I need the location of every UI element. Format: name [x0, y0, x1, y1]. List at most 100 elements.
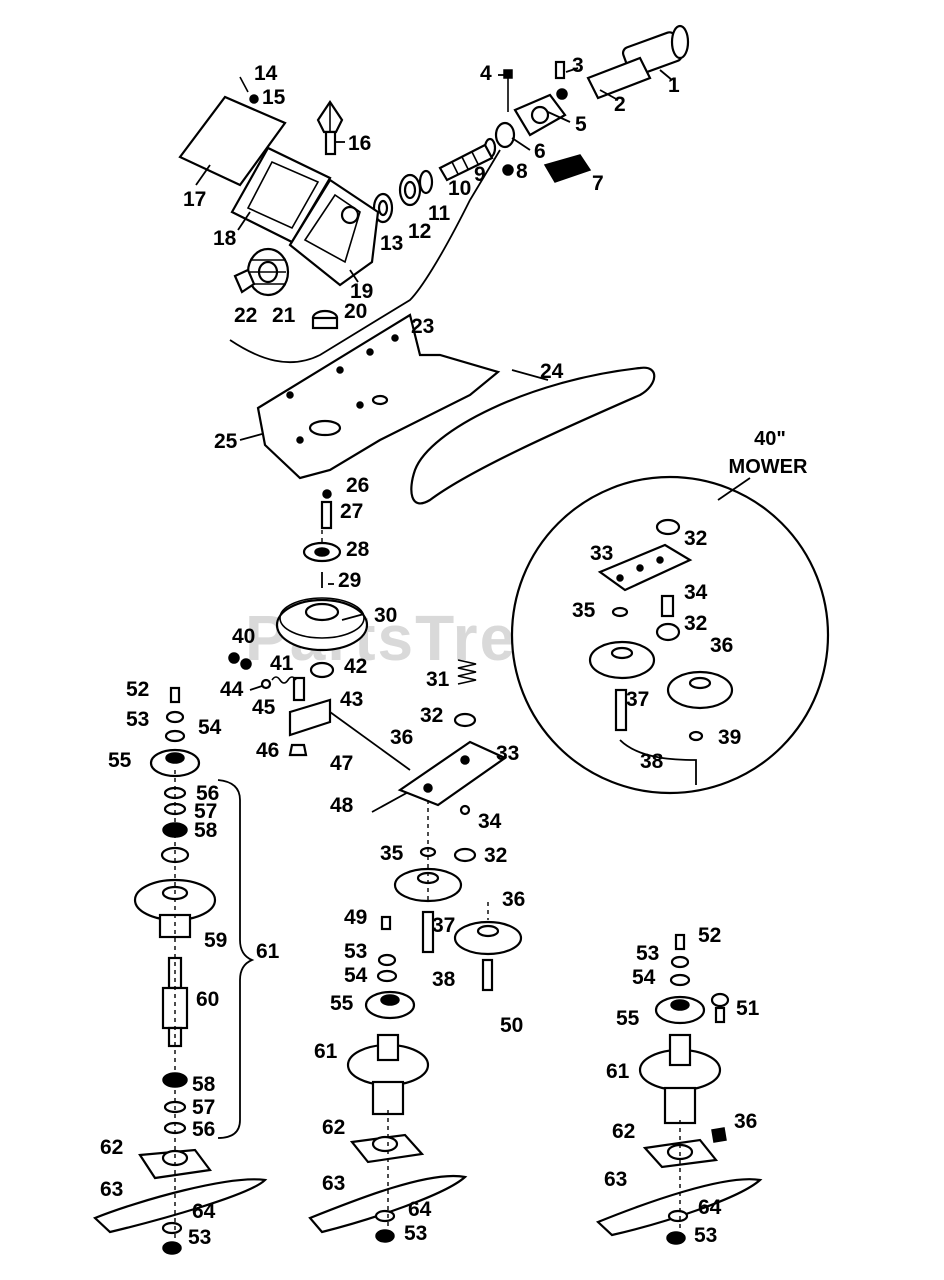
center-part-55-pulley[interactable]: [364, 990, 416, 1020]
inset-part-33-bracket[interactable]: [597, 543, 693, 592]
left-part-52-bolt[interactable]: [169, 686, 181, 704]
inset-part-34-spacer[interactable]: [660, 594, 675, 618]
part-20-bushing[interactable]: [311, 309, 339, 330]
part-32-bushing-b[interactable]: [453, 847, 477, 863]
part-2-shaft[interactable]: [586, 56, 652, 100]
callout-64-right: 64: [698, 1196, 722, 1219]
inset-part-35-washer[interactable]: [611, 606, 629, 618]
inset-part-37-pulley[interactable]: [588, 640, 656, 680]
right-part-52-bolt[interactable]: [674, 933, 686, 951]
right-part-53-nut-b[interactable]: [666, 1231, 686, 1245]
part-45-spring[interactable]: [271, 676, 297, 684]
left-part-54-washer[interactable]: [164, 729, 186, 743]
part-27-bolt[interactable]: [320, 500, 333, 530]
drive-shaft-assembly: [372, 24, 690, 224]
part-10-pinion-shaft[interactable]: [438, 143, 494, 182]
part-22-nut[interactable]: [233, 268, 256, 294]
part-32-bushing-a[interactable]: [453, 712, 477, 728]
part-17-cover[interactable]: [178, 95, 287, 187]
part-38-bolt[interactable]: [421, 910, 435, 954]
part-15-washer[interactable]: [249, 94, 259, 104]
part-11-seal[interactable]: [418, 169, 434, 195]
callout-55-left: 55: [108, 749, 132, 772]
inset-part-39-washer[interactable]: [688, 730, 704, 742]
callout-35-a: 35: [380, 842, 404, 865]
right-part-53-nut[interactable]: [670, 955, 690, 969]
left-part-58-bearing-b[interactable]: [162, 1072, 188, 1088]
part-8-nut[interactable]: [502, 164, 514, 176]
part-19-housing[interactable]: [288, 178, 380, 287]
part-3-pin[interactable]: [554, 60, 568, 100]
left-part-55-pulley[interactable]: [149, 748, 201, 778]
part-36-idler-pulley-b[interactable]: [453, 920, 523, 956]
inset-part-36-pulley[interactable]: [666, 670, 734, 710]
part-37-idler-pulley[interactable]: [393, 867, 463, 903]
callout-53-left: 53: [126, 708, 149, 731]
inset-part-32-bushing[interactable]: [655, 518, 681, 536]
part-23-cable[interactable]: [229, 149, 501, 364]
callout-58-left: 58: [194, 819, 218, 842]
center-part-54-washer[interactable]: [376, 969, 398, 983]
left-part-63-blade[interactable]: [92, 1178, 268, 1234]
center-part-53-nut-b[interactable]: [375, 1229, 395, 1243]
part-6-coupler[interactable]: [494, 121, 516, 149]
part-21-bevel-gear[interactable]: [246, 247, 290, 297]
center-part-62-hub[interactable]: [349, 1133, 425, 1164]
callout-12: 12: [408, 220, 431, 243]
part-42-washer[interactable]: [309, 661, 335, 679]
callout-62-left: 62: [100, 1136, 123, 1159]
center-part-63-blade[interactable]: [308, 1174, 468, 1234]
part-28-bearing[interactable]: [302, 541, 342, 563]
callout-32-a: 32: [420, 704, 443, 727]
part-49-bolt[interactable]: [380, 915, 392, 931]
part-7-block[interactable]: [543, 154, 592, 183]
part-40-bolt[interactable]: [228, 652, 240, 664]
part-50-bolt[interactable]: [481, 958, 494, 992]
part-44-washer[interactable]: [260, 678, 272, 690]
part-25-mount-plate[interactable]: [256, 313, 501, 480]
right-part-36-nut[interactable]: [711, 1127, 727, 1143]
center-part-53-nut[interactable]: [377, 953, 397, 967]
part-31-spring[interactable]: [457, 659, 477, 685]
callout-34-a: 34: [478, 810, 502, 833]
part-30-pulley[interactable]: [275, 597, 369, 652]
callout-61-center: 61: [314, 1040, 338, 1063]
right-part-61-spindle-housing[interactable]: [638, 1033, 722, 1125]
part-41-bolt[interactable]: [292, 676, 306, 702]
left-part-53-nut[interactable]: [165, 710, 185, 724]
right-part-51-cap[interactable]: [710, 992, 730, 1008]
callout-5: 5: [575, 113, 587, 136]
inset-part-32-bushing-b[interactable]: [655, 622, 681, 642]
right-part-64-washer[interactable]: [667, 1209, 689, 1223]
part-26-washer[interactable]: [322, 489, 332, 499]
part-33-bracket-center[interactable]: [397, 740, 508, 807]
center-part-64-washer[interactable]: [374, 1209, 396, 1223]
right-part-54-washer[interactable]: [669, 973, 691, 987]
callout-62-center: 62: [322, 1116, 345, 1139]
part-5-yoke[interactable]: [513, 93, 567, 137]
part-12-bearing[interactable]: [398, 173, 422, 207]
callout-63-right: 63: [604, 1168, 627, 1191]
part-34-spacer[interactable]: [459, 804, 471, 816]
part-43-bracket[interactable]: [288, 698, 332, 737]
part-14-screw[interactable]: [239, 76, 249, 93]
part-46-nut[interactable]: [288, 743, 308, 757]
left-part-64-washer[interactable]: [161, 1221, 183, 1235]
center-spindle-assembly: [308, 953, 468, 1243]
right-part-63-blade[interactable]: [595, 1178, 763, 1237]
left-bracket-61: [217, 779, 255, 1139]
left-part-53-nut-b[interactable]: [162, 1241, 182, 1255]
part-47-rod[interactable]: [329, 711, 411, 771]
right-part-55-pulley[interactable]: [654, 995, 706, 1025]
part-4-bolt[interactable]: [503, 69, 513, 112]
inset-part-38-bolt[interactable]: [614, 688, 628, 732]
part-48-rod[interactable]: [371, 789, 413, 813]
leader-lines: [195, 67, 673, 691]
callout-50: 50: [500, 1014, 523, 1037]
callout-51-right: 51: [736, 997, 760, 1020]
callout-11: 11: [428, 202, 451, 225]
center-part-61-spindle-housing[interactable]: [346, 1033, 430, 1116]
callout-37-a: 37: [432, 914, 455, 937]
part-24-belt[interactable]: [410, 366, 656, 505]
part-16-gear[interactable]: [316, 100, 344, 156]
